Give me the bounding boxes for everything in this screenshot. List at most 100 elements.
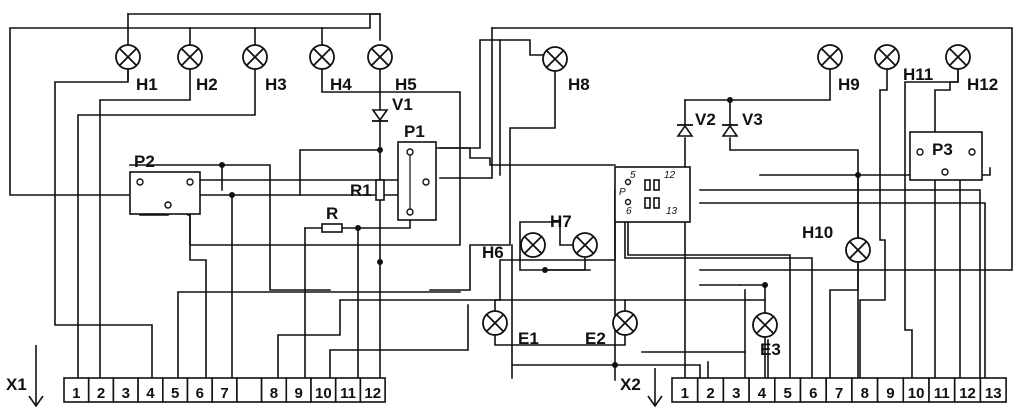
label-h11: H11 xyxy=(903,65,933,84)
diode-v1 xyxy=(371,109,389,122)
resistor-r xyxy=(321,223,343,233)
x2-pin-label: 7 xyxy=(835,385,843,402)
x1-terminal-cell xyxy=(186,377,214,403)
x1-pin-label: 3 xyxy=(122,385,130,402)
relay-pin-6: 6 xyxy=(626,206,632,217)
connector-x2-name: X2 xyxy=(620,375,641,394)
x2-terminal-cell xyxy=(748,377,776,403)
lamp-h8 xyxy=(542,46,568,72)
label-h5: H5 xyxy=(395,75,417,94)
label-h6: H6 xyxy=(482,243,504,262)
lamp-h1 xyxy=(115,44,141,70)
x2-pin-label: 5 xyxy=(783,385,791,402)
lamp-h9 xyxy=(817,44,843,70)
junction-dots xyxy=(219,97,861,368)
lamp-h7 xyxy=(572,232,598,258)
x1-pin-label: 1 xyxy=(72,385,80,402)
label-v2: V2 xyxy=(695,110,716,129)
lamp-h4 xyxy=(309,44,335,70)
x2-terminal-cell xyxy=(953,377,982,403)
switch-p3 xyxy=(909,131,983,181)
x1-terminal-cell xyxy=(137,377,164,403)
lamp-h2 xyxy=(177,44,203,70)
x2-terminal-cell xyxy=(799,377,828,403)
connector-x1-name: X1 xyxy=(6,375,27,394)
x2-pin-label: 11 xyxy=(934,385,950,402)
x1-pin-label: 11 xyxy=(340,385,356,402)
lamp-e3 xyxy=(752,312,778,338)
relay-pin-12: 12 xyxy=(664,170,676,181)
x2-terminal-cell xyxy=(722,377,750,403)
x1-terminal-cell xyxy=(236,377,263,403)
label-v1: V1 xyxy=(392,95,413,114)
lamp-h10 xyxy=(845,237,871,263)
label-e2: E2 xyxy=(585,329,606,348)
lamp-e1 xyxy=(482,310,508,336)
x2-pin-label: 1 xyxy=(681,385,689,402)
arrow-head-icon xyxy=(647,395,663,408)
relay-p1 xyxy=(397,141,437,221)
x1-pin-label: 2 xyxy=(97,385,105,402)
x1-pin-label: 5 xyxy=(171,385,179,402)
x2-pin-label: 4 xyxy=(758,385,767,402)
x2-terminal-cell xyxy=(671,377,699,403)
label-h8: H8 xyxy=(568,75,590,94)
x2-pin-label: 9 xyxy=(886,385,894,402)
component-labels: H1 H2 H3 H4 H5 V1 P1 P2 R1 R H8 V2 V3 H9… xyxy=(134,65,998,359)
label-h9: H9 xyxy=(838,75,860,94)
x2-pin-label: 3 xyxy=(732,385,740,402)
x2-pin-label: 12 xyxy=(959,385,976,402)
x1-pin-label: 12 xyxy=(364,385,381,402)
diode-v3 xyxy=(721,124,739,137)
label-e3: E3 xyxy=(760,340,781,359)
label-r: R xyxy=(326,204,338,223)
switch-p2 xyxy=(129,171,201,215)
relay-pin-13: 13 xyxy=(666,206,678,217)
label-h1: H1 xyxy=(136,75,158,94)
lamp-h3 xyxy=(242,44,268,70)
x1-pin-label: 4 xyxy=(146,385,155,402)
label-h7: H7 xyxy=(550,212,572,231)
lamp-h12 xyxy=(945,44,971,70)
relay-block: 5 12 P 6 13 xyxy=(614,166,691,223)
x2-terminal-cell xyxy=(876,377,905,403)
x1-pin-label: 8 xyxy=(270,385,278,402)
x2-terminal-cell xyxy=(979,377,1007,403)
label-r1: R1 xyxy=(350,181,372,200)
x1-pin-label: 6 xyxy=(196,385,204,402)
label-e1: E1 xyxy=(518,329,539,348)
label-h10: H10 xyxy=(802,223,833,242)
x2-pin-label: 2 xyxy=(706,385,714,402)
label-v3: V3 xyxy=(742,110,763,129)
label-p2: P2 xyxy=(134,152,155,171)
x2-terminal-cell xyxy=(825,377,853,403)
x2-terminal-cell xyxy=(773,377,802,403)
lamp-h6 xyxy=(520,232,546,258)
x2-pin-label: 6 xyxy=(809,385,817,402)
x2-pin-label: 10 xyxy=(908,385,925,402)
x1-terminal-cell xyxy=(87,377,115,403)
x2-terminal-cell xyxy=(851,377,879,403)
lamp-h5 xyxy=(367,44,393,70)
label-h2: H2 xyxy=(196,75,218,94)
diode-v2 xyxy=(676,124,694,137)
label-h12: H12 xyxy=(967,75,998,94)
x1-pin-label: 10 xyxy=(315,385,332,402)
resistor-r1 xyxy=(375,179,385,201)
label-p1: P1 xyxy=(404,122,425,141)
label-p3: P3 xyxy=(932,140,953,159)
label-h4: H4 xyxy=(330,75,352,94)
label-h3: H3 xyxy=(265,75,287,94)
relay-pin-p: P xyxy=(619,187,626,198)
x2-pin-label: 8 xyxy=(861,385,869,402)
relay-pin-5: 5 xyxy=(630,170,636,181)
lamp-h11 xyxy=(874,44,900,70)
x1-pin-label: 9 xyxy=(294,385,302,402)
x1-pin-label: 7 xyxy=(220,385,228,402)
x1-terminal-cell xyxy=(359,377,386,403)
x2-pin-label: 13 xyxy=(985,385,1002,402)
